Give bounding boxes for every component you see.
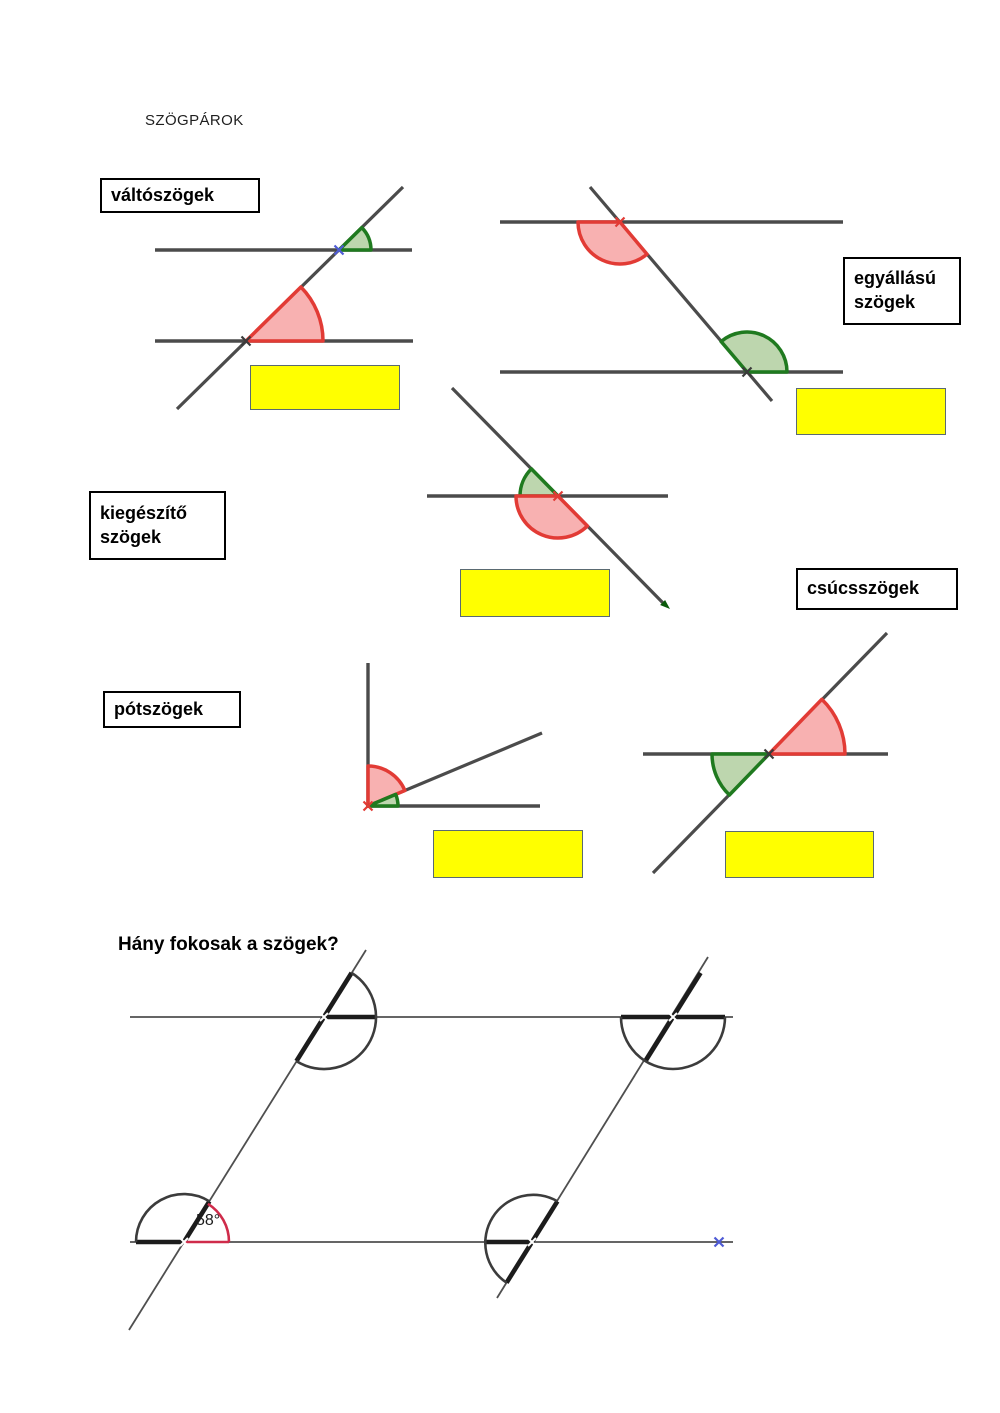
intersection-cross-marker bbox=[179, 1237, 189, 1247]
intersection-cross-marker bbox=[527, 1237, 537, 1247]
green-angle-wedge bbox=[337, 225, 373, 252]
angle-arc bbox=[619, 1016, 727, 1071]
intersection-cross-marker bbox=[614, 216, 626, 228]
vertex-cross-marker bbox=[362, 800, 374, 812]
green-angle-wedge bbox=[366, 792, 400, 808]
answer-box-potszogek[interactable] bbox=[433, 830, 583, 878]
red-angle-wedge bbox=[514, 494, 590, 540]
degrees-question-figure bbox=[128, 949, 733, 1331]
green-angle-wedge bbox=[710, 752, 771, 797]
label-box-egyallasu: egyállású szögek bbox=[843, 257, 961, 325]
label-box-valtoszogek: váltószögek bbox=[100, 178, 260, 213]
line-arrowhead bbox=[660, 600, 670, 609]
angle-arc bbox=[134, 1192, 211, 1243]
intersection-cross-marker bbox=[668, 1012, 678, 1022]
label-text: egyállású szögek bbox=[854, 268, 937, 312]
answer-box-egyallasu[interactable] bbox=[796, 388, 946, 435]
green-angle-wedge bbox=[518, 467, 560, 498]
answer-box-valtoszogek[interactable] bbox=[250, 365, 400, 410]
intersection-cross-marker bbox=[552, 490, 564, 502]
answer-box-csucsszogek[interactable] bbox=[725, 831, 874, 878]
angle-arc bbox=[484, 1193, 559, 1284]
point-cross-marker bbox=[713, 1236, 725, 1248]
label-text: váltószögek bbox=[111, 184, 215, 205]
angle-leg-bold bbox=[182, 1200, 212, 1244]
label-box-potszogek: pótszögek bbox=[103, 691, 241, 728]
label-text: pótszögek bbox=[114, 698, 204, 719]
red-angle-wedge bbox=[244, 285, 325, 343]
kiegeszito-figure bbox=[427, 386, 670, 609]
label-box-kiegeszito: kiegészítő szögek bbox=[89, 491, 226, 560]
potszogek-figure bbox=[362, 663, 543, 812]
red-angle-wedge bbox=[767, 697, 847, 756]
label-text: csúcsszögek bbox=[807, 578, 920, 599]
green-angle-wedge bbox=[719, 330, 789, 374]
label-box-csucsszogek: csúcsszögek bbox=[796, 568, 958, 610]
csucsszogek-figure bbox=[643, 631, 889, 875]
angle-degree-label: 58° bbox=[196, 1212, 221, 1229]
valtoszogek-figure bbox=[155, 185, 413, 411]
answer-box-kiegeszito[interactable] bbox=[460, 569, 610, 617]
angle-arc bbox=[295, 971, 378, 1071]
red-angle-wedge bbox=[576, 220, 649, 266]
intersection-cross-marker bbox=[763, 748, 775, 760]
page-title: SZÖGPÁROK bbox=[145, 112, 244, 129]
intersection-cross-marker bbox=[741, 366, 753, 378]
angle-arc-58 bbox=[207, 1202, 231, 1243]
egyallasu-figure bbox=[500, 185, 843, 403]
red-angle-wedge bbox=[366, 764, 407, 808]
question-text: Hány fokosak a szögek? bbox=[118, 934, 339, 955]
label-text: kiegészítő szögek bbox=[100, 502, 188, 547]
intersection-cross-marker bbox=[240, 335, 252, 347]
intersection-cross-marker bbox=[333, 244, 345, 256]
intersection-cross-marker bbox=[319, 1012, 329, 1022]
